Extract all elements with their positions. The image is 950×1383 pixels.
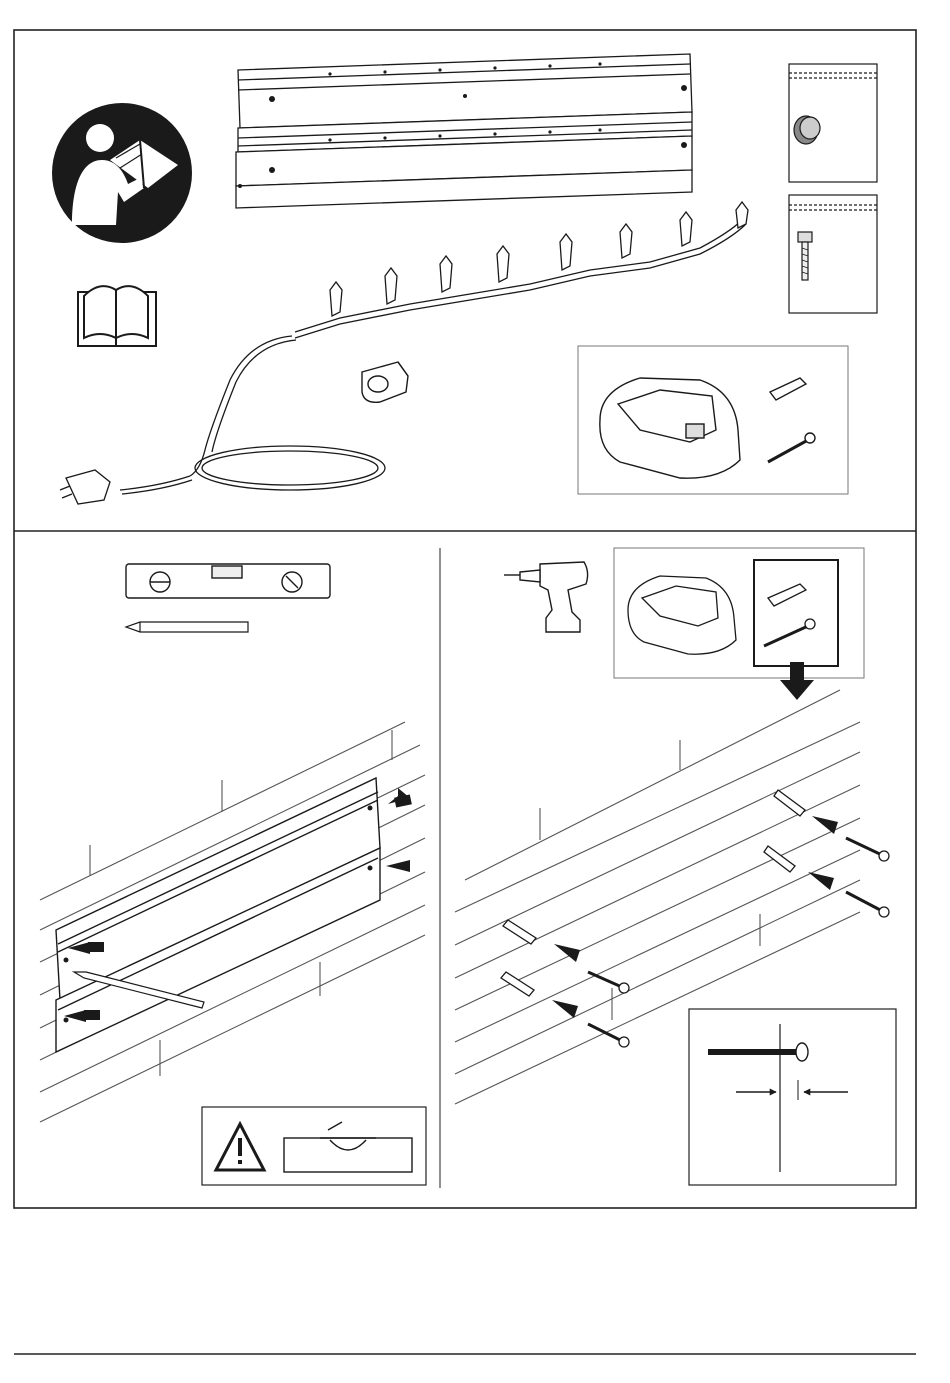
level-warning-box bbox=[202, 1107, 426, 1185]
read-manual-icon bbox=[52, 103, 192, 243]
cable-clip-icon bbox=[362, 362, 408, 402]
mounted-rail bbox=[56, 778, 380, 1052]
spirit-level-icon bbox=[126, 564, 330, 598]
drill-icon bbox=[504, 562, 588, 632]
rubber-cap-bag-icon bbox=[789, 64, 877, 182]
charger-kit-icon bbox=[578, 346, 848, 494]
screw-depth-icon bbox=[689, 1009, 896, 1185]
pencil-icon bbox=[126, 622, 248, 632]
charger-kit-step-icon bbox=[614, 548, 864, 700]
instruction-book-icon bbox=[78, 286, 156, 346]
wall-rail-icon bbox=[236, 54, 692, 208]
screw-bag-icon bbox=[789, 195, 877, 313]
